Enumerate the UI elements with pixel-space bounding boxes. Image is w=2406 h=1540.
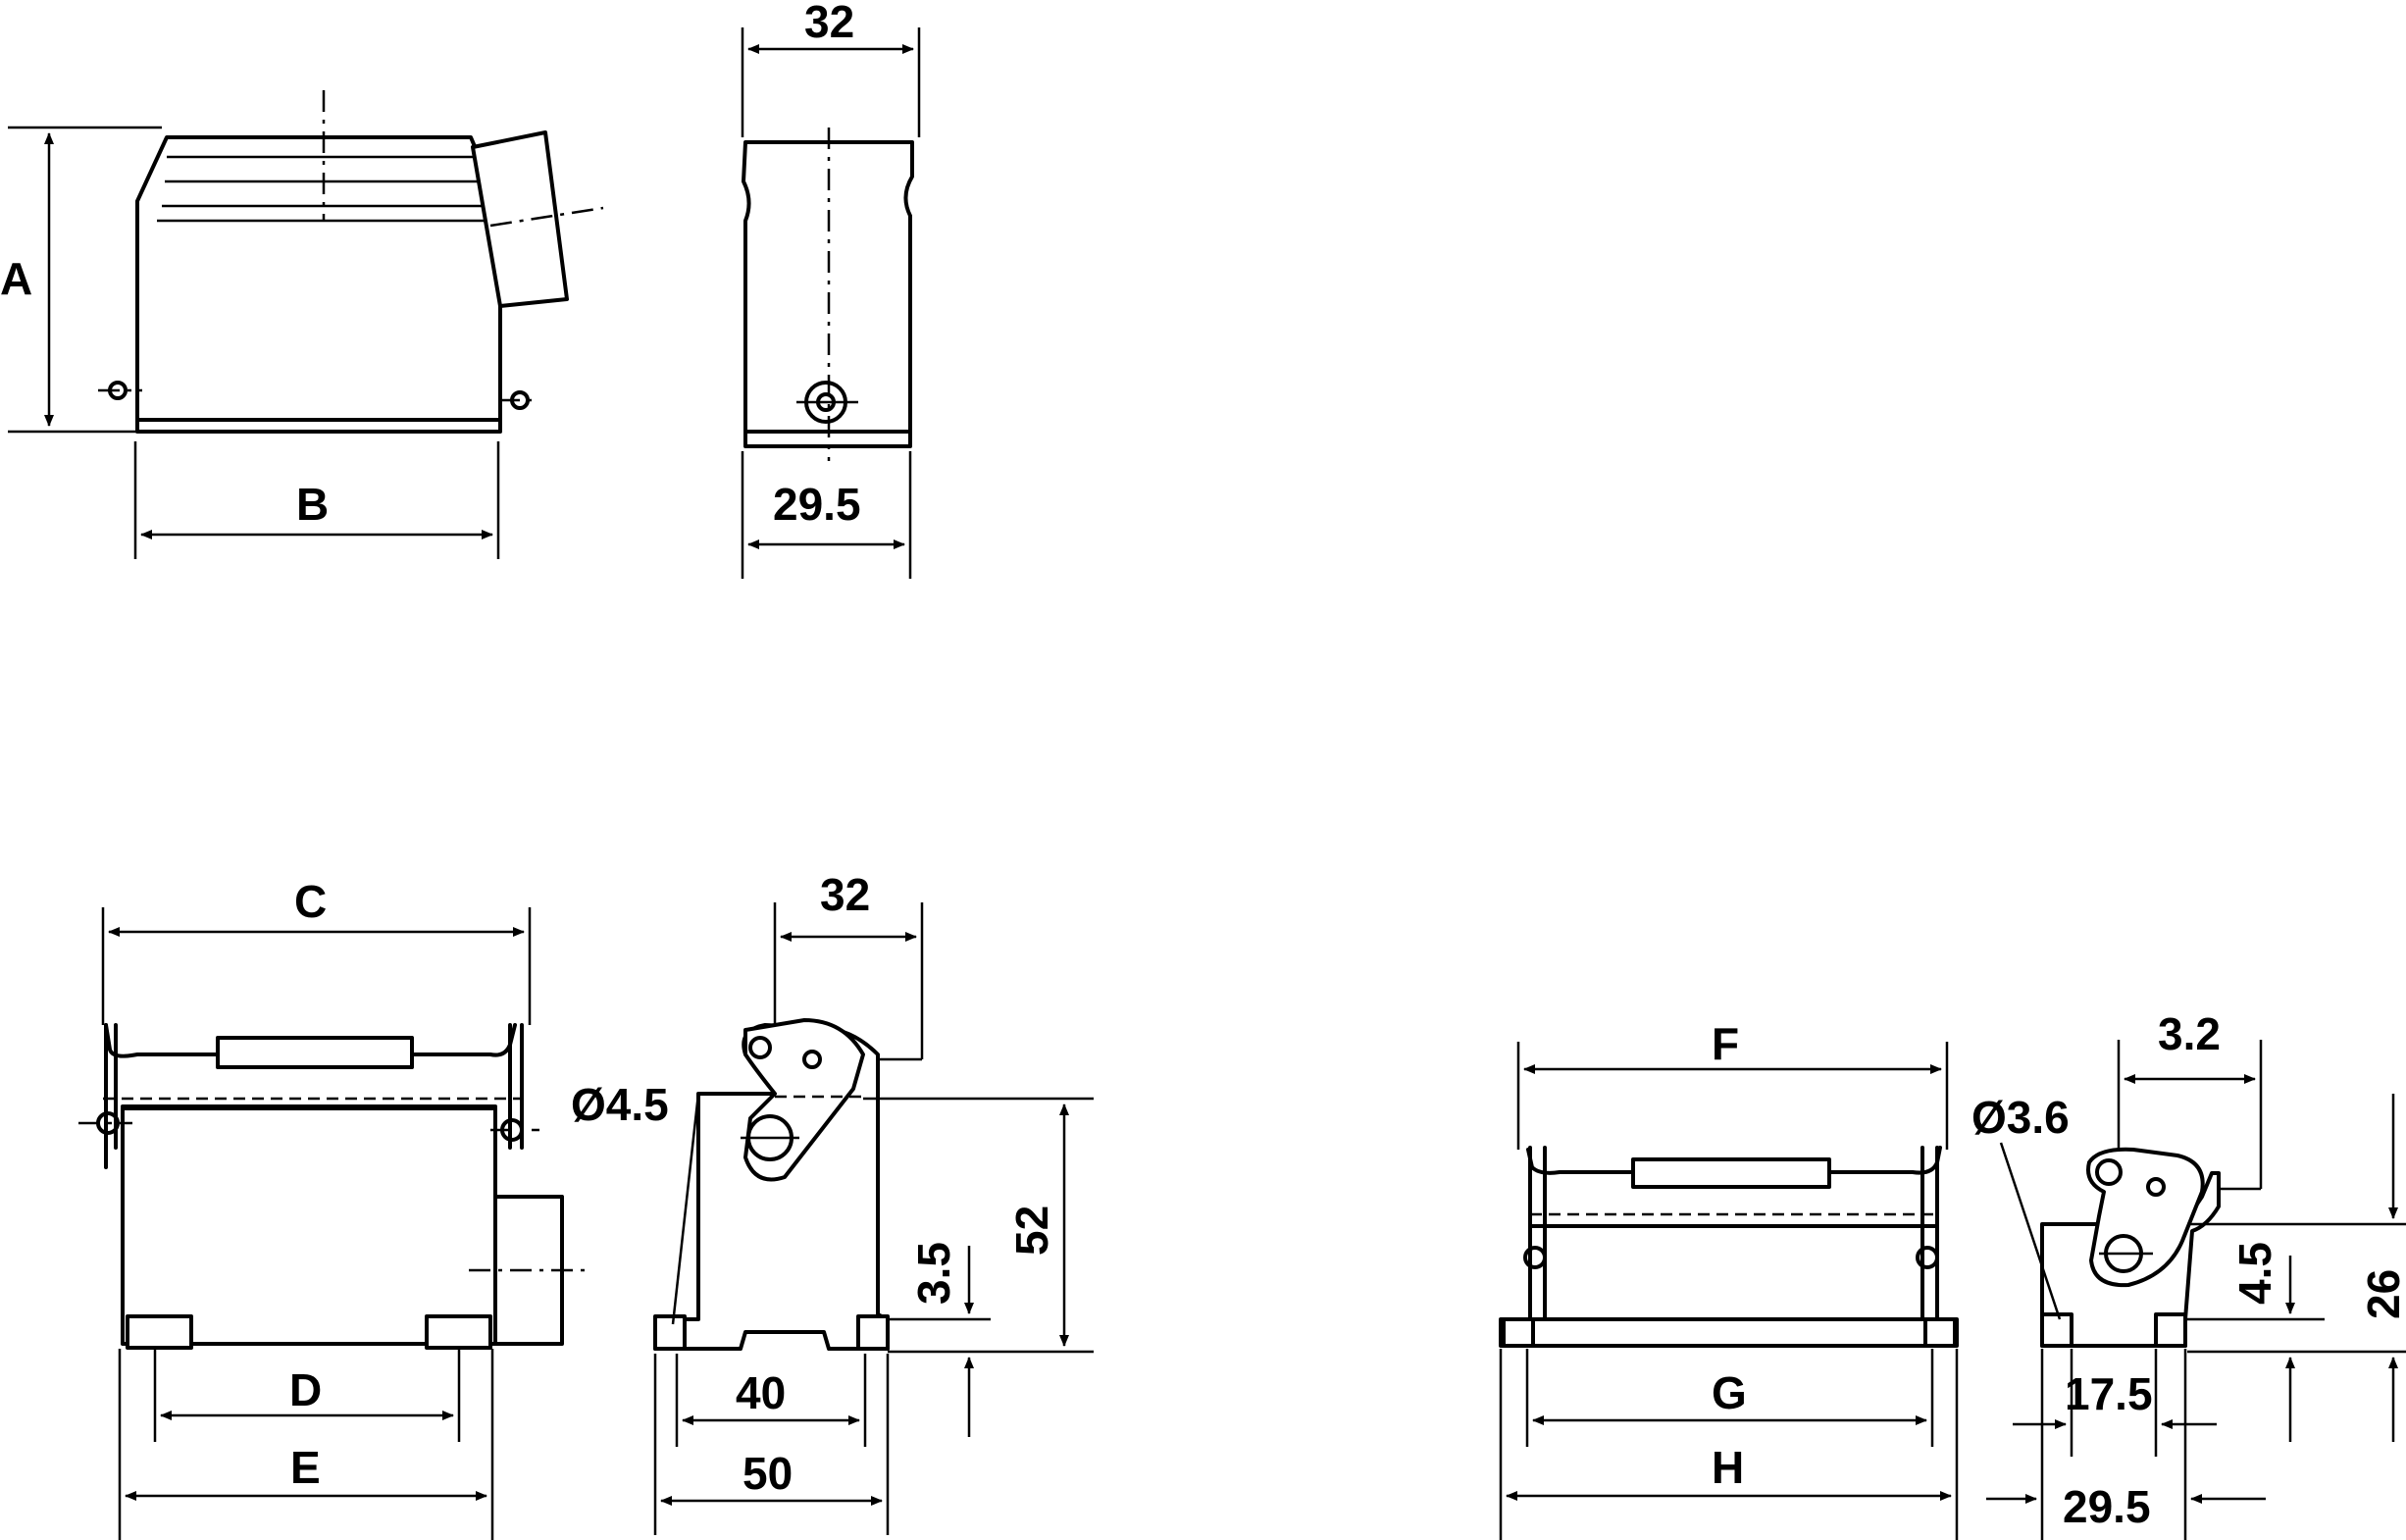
low-right-peg bbox=[1916, 1246, 1939, 1269]
cable-entry-gland bbox=[471, 130, 569, 308]
low-base-plate bbox=[1499, 1317, 1959, 1348]
low-end-view: 3.2 Ø3.6 4.5 26 17.5 29.5 bbox=[1971, 1008, 2406, 1540]
housing-end-right-foot bbox=[856, 1314, 890, 1351]
he-inner-width-dim: 40 bbox=[736, 1367, 786, 1418]
housing-left-foot bbox=[126, 1314, 193, 1350]
low-side-view: F G H bbox=[1499, 1018, 1959, 1540]
dim-g-label: G bbox=[1712, 1367, 1747, 1418]
dim-e-label: E bbox=[290, 1442, 321, 1493]
housing-end-lever bbox=[743, 1018, 865, 1182]
housing-right-foot bbox=[425, 1314, 492, 1350]
he-top-dim: 32 bbox=[820, 869, 870, 920]
hood-body-outline bbox=[135, 135, 502, 434]
housing-end-left-foot bbox=[653, 1314, 687, 1351]
he-hole-dim: Ø4.5 bbox=[571, 1079, 669, 1130]
low-end-left-foot bbox=[2040, 1312, 2073, 1348]
le-base-dim: 4.5 bbox=[2229, 1242, 2280, 1305]
lever-pin-small bbox=[802, 1050, 822, 1069]
hood-end-bottom-dim: 29.5 bbox=[773, 479, 861, 530]
low-right-foot bbox=[1923, 1317, 1957, 1348]
housing-lever-handle bbox=[216, 1036, 414, 1069]
dim-d-label: D bbox=[289, 1364, 322, 1415]
le-hole-leader bbox=[1999, 1142, 2062, 1320]
housing-side-view: C D E bbox=[78, 876, 589, 1540]
hood-end-outline bbox=[742, 140, 914, 448]
low-left-foot bbox=[1502, 1317, 1535, 1348]
le-inner-width-dim: 17.5 bbox=[2065, 1368, 2153, 1419]
dim-c-label: C bbox=[294, 876, 327, 927]
le-height-dim: 26 bbox=[2358, 1269, 2406, 1319]
le-outer-width-dim: 29.5 bbox=[2063, 1481, 2151, 1532]
le-hole-dim: Ø3.6 bbox=[1971, 1092, 2070, 1143]
low-right-bracket bbox=[1920, 1146, 1939, 1321]
housing-end-view: 32 Ø4.5 52 3.5 40 50 bbox=[571, 869, 1094, 1535]
lever-pin-top bbox=[748, 1036, 772, 1059]
he-outer-width-dim: 50 bbox=[742, 1448, 793, 1499]
low-lever-pin-small bbox=[2146, 1177, 2166, 1197]
dim-a-label: A bbox=[0, 253, 32, 304]
he-hole-leader bbox=[671, 1093, 700, 1325]
hood-end-top-dim: 32 bbox=[804, 0, 854, 47]
dim-f-label: F bbox=[1712, 1018, 1739, 1069]
hood-top-ribs bbox=[157, 155, 495, 223]
low-lever-handle bbox=[1631, 1157, 1831, 1189]
low-end-lever bbox=[2086, 1147, 2205, 1288]
low-left-peg bbox=[1523, 1246, 1547, 1269]
gland-axis-line bbox=[489, 206, 604, 228]
he-base-dim: 3.5 bbox=[908, 1242, 959, 1305]
low-left-bracket bbox=[1528, 1146, 1547, 1321]
dim-b-label: B bbox=[296, 479, 329, 530]
he-height-dim: 52 bbox=[1006, 1206, 1057, 1256]
hood-end-view: 32 29.5 bbox=[741, 0, 921, 579]
low-lever-pin-top bbox=[2095, 1158, 2123, 1186]
le-top-dim: 3.2 bbox=[2158, 1008, 2221, 1059]
dim-h-label: H bbox=[1712, 1442, 1744, 1493]
hood-side-view: A B bbox=[0, 90, 604, 559]
low-end-right-foot bbox=[2154, 1312, 2187, 1348]
